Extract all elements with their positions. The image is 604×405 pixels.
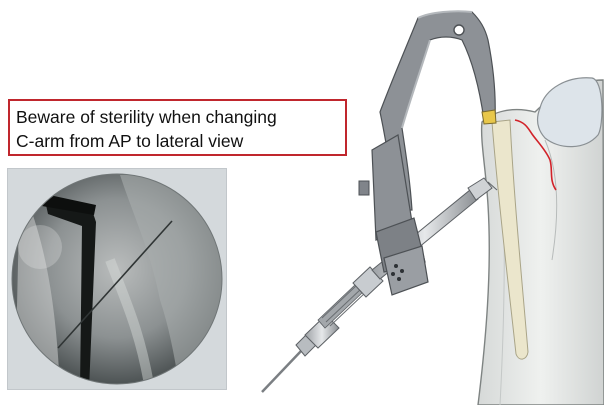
aiming-guide bbox=[359, 11, 496, 295]
xray-image bbox=[12, 174, 225, 390]
guide-hole bbox=[454, 25, 464, 35]
femur-bone bbox=[478, 78, 604, 405]
femoral-head bbox=[537, 78, 602, 147]
